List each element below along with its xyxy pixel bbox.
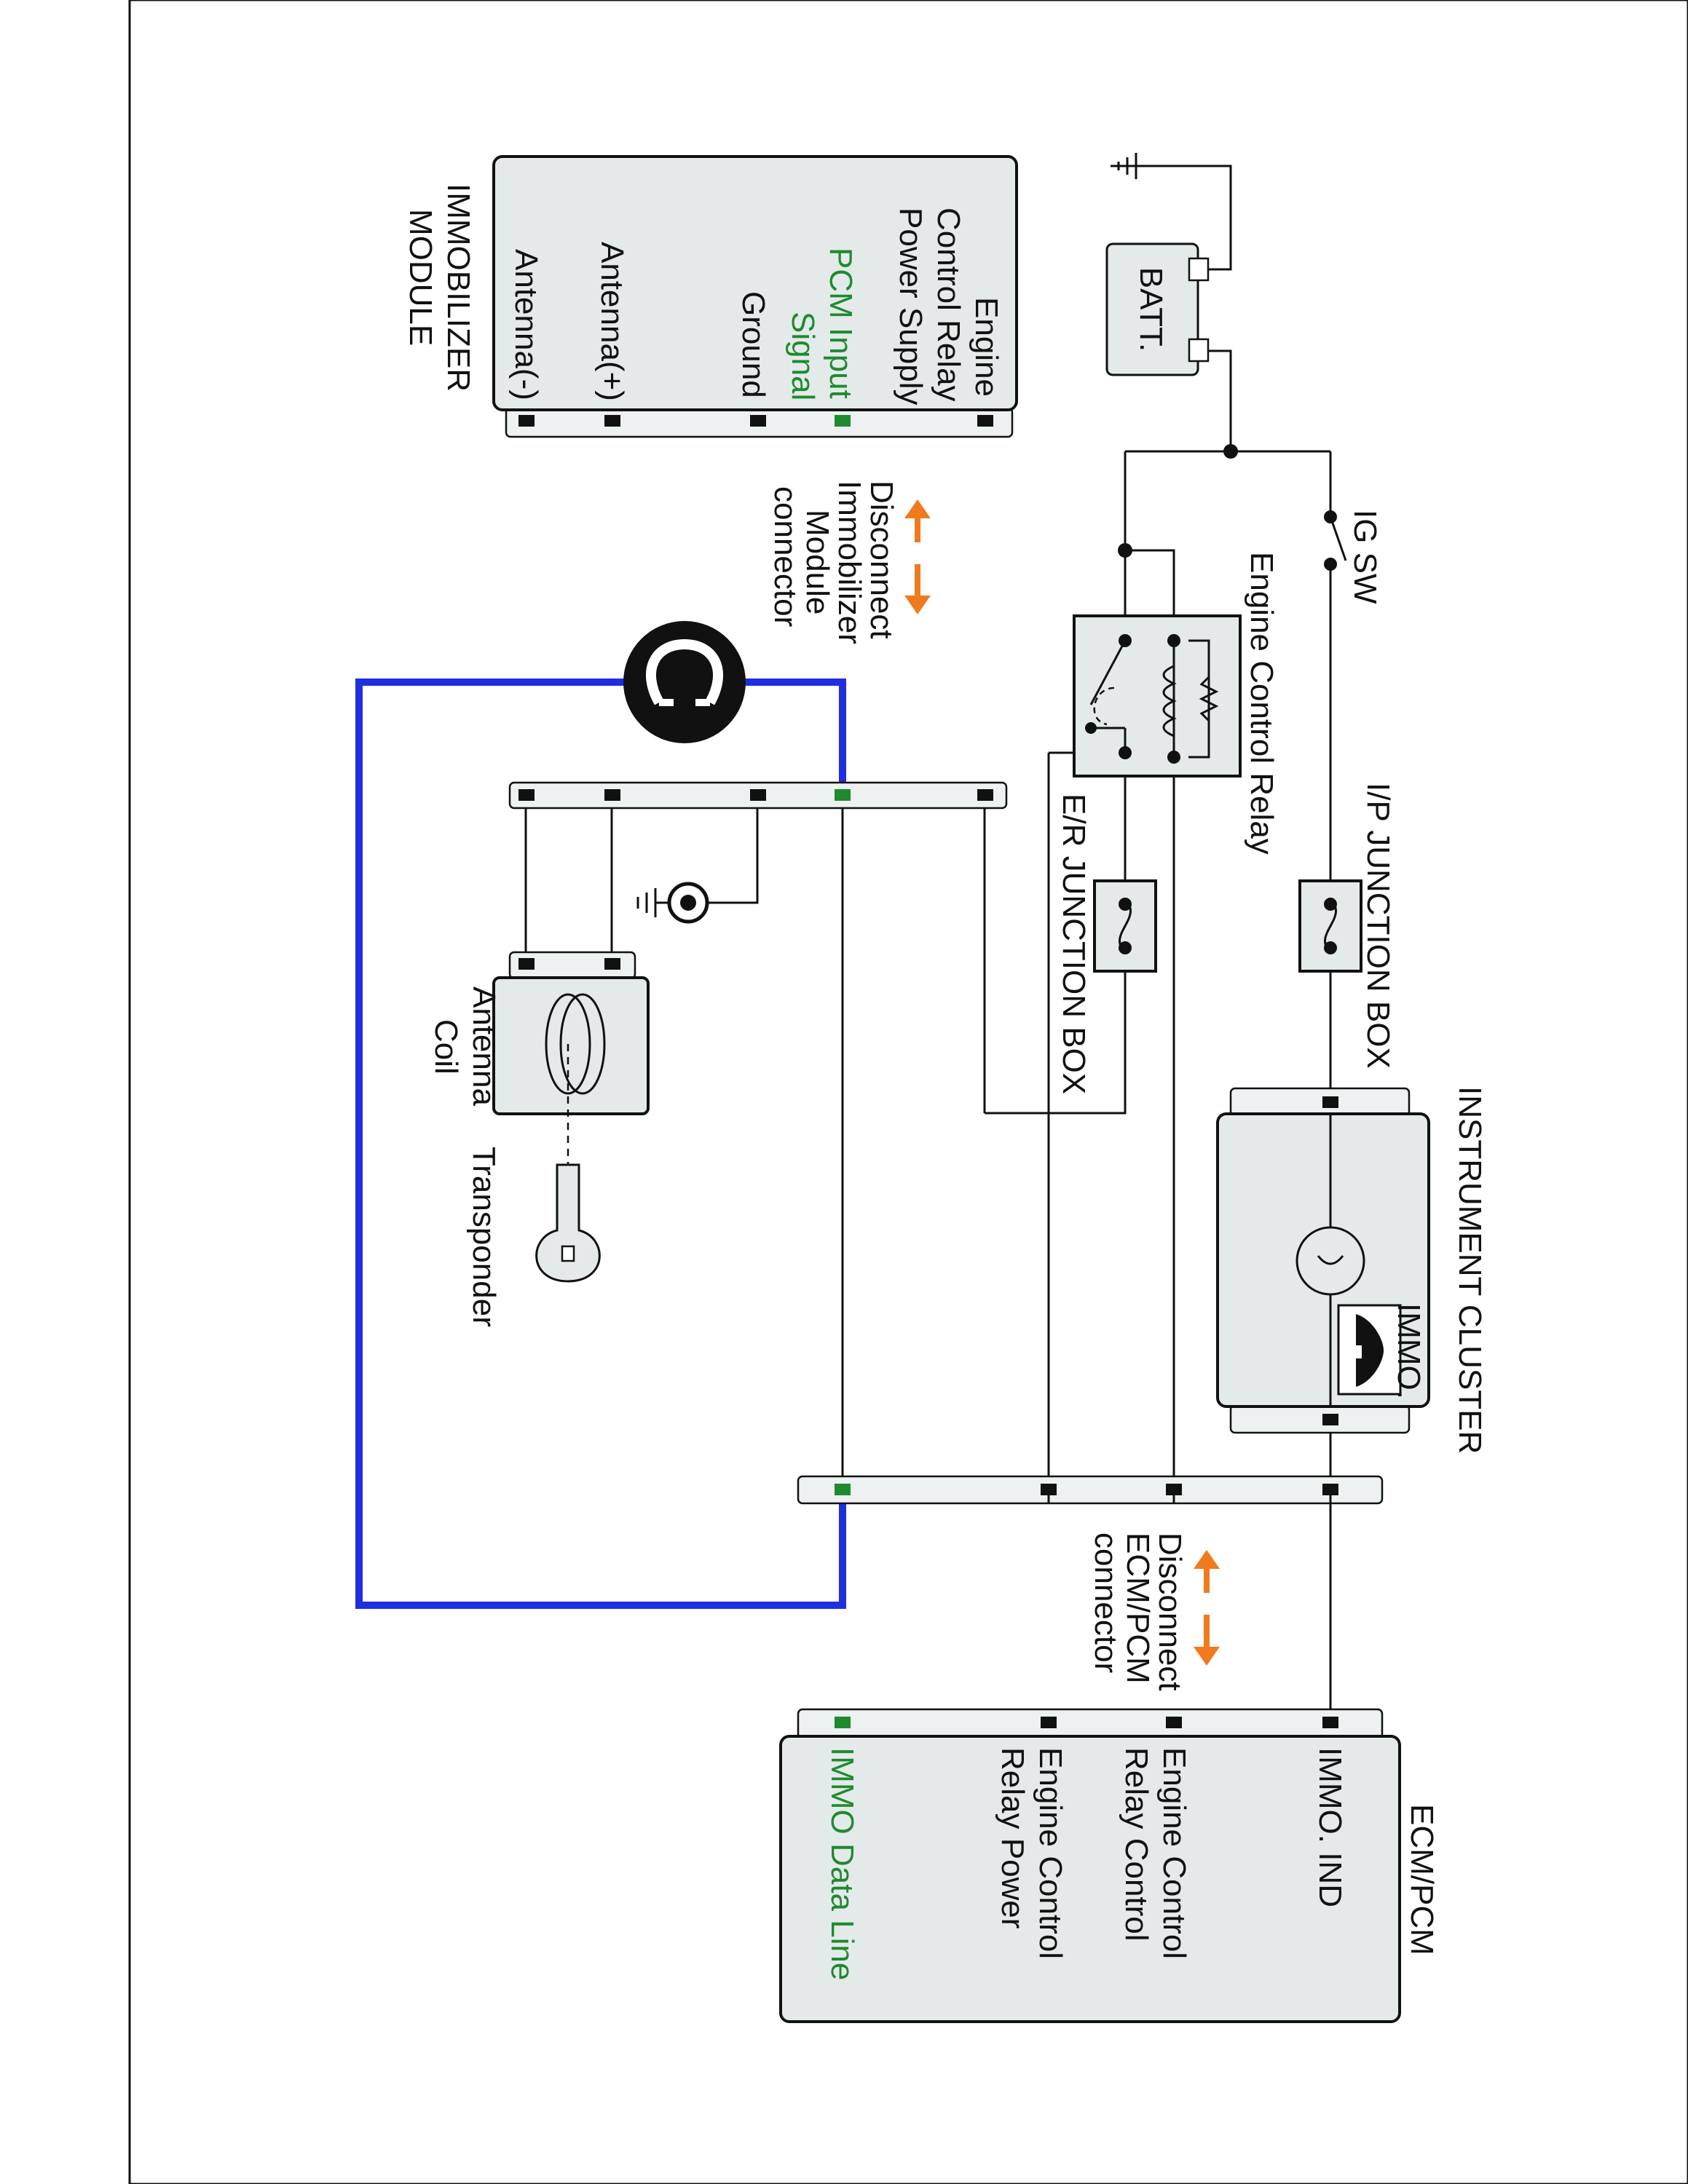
pin-antenna-plus bbox=[604, 415, 620, 427]
immo-indicator-label: IMMO. bbox=[1391, 1303, 1427, 1399]
engine-control-relay-label: Engine Control Relay bbox=[1244, 552, 1279, 855]
instrument-cluster-label: INSTRUMENT CLUSTER bbox=[1452, 1086, 1488, 1454]
ecm-pcm-title: ECM/PCM bbox=[1404, 1804, 1440, 1955]
bulb-icon bbox=[1295, 1226, 1365, 1296]
ecm-pin-2-line1: Engine Control bbox=[1156, 1747, 1192, 1959]
battery-ground-wire bbox=[1198, 165, 1232, 271]
disconnect-immo-line3: Module bbox=[800, 510, 835, 614]
battery-label: BATT. bbox=[1133, 267, 1169, 352]
ecm-pin-3-line1: Engine Control bbox=[1033, 1747, 1068, 1959]
disconnect-immo-line4: connector bbox=[768, 486, 803, 627]
ig-sw-contact bbox=[1324, 510, 1337, 523]
engine-control-relay bbox=[1049, 614, 1242, 778]
immobilizer-module-title-1: IMMOBILIZER bbox=[441, 183, 476, 392]
fuse-icon bbox=[1093, 879, 1157, 973]
transponder-label: Transponder bbox=[466, 1147, 502, 1327]
ig-sw-contact bbox=[1324, 558, 1337, 571]
immobilizer-module: Engine Control Relay Power Supply PCM In… bbox=[492, 155, 1018, 438]
battery-positive-wire bbox=[1209, 349, 1232, 451]
immobilizer-connector-bar bbox=[508, 781, 1008, 810]
antenna-coil-line2: Coil bbox=[428, 1019, 464, 1075]
car-immobilizer-icon bbox=[1337, 1304, 1402, 1396]
ground-icon bbox=[1111, 153, 1198, 179]
disconnect-ecm-line1: Disconnect bbox=[1152, 1532, 1188, 1691]
imm-pin-1-line3: Power Supply bbox=[893, 207, 928, 405]
imm-pin-5: Antenna(-) bbox=[508, 249, 544, 400]
ecm-pin-4: IMMO Data Line bbox=[824, 1747, 860, 1980]
ig-sw-label: IG SW bbox=[1347, 510, 1383, 604]
er-junction-box-label: E/R JUNCTION BOX bbox=[1056, 794, 1092, 1094]
page-frame bbox=[128, 0, 1688, 2184]
ecm-connector-bar bbox=[797, 1475, 1384, 1505]
immobilizer-module-title-2: MODULE bbox=[403, 209, 438, 346]
ecm-pin-1: IMMO. IND bbox=[1312, 1747, 1348, 1907]
disconnect-immo-line2: Immobilizer bbox=[832, 480, 867, 644]
imm-pin-1-line1: Engine bbox=[969, 297, 1004, 397]
imm-pin-2-line2: Signal bbox=[785, 312, 821, 400]
ip-junction-box-label: I/P JUNCTION BOX bbox=[1360, 783, 1396, 1069]
fuse-icon bbox=[1298, 879, 1362, 973]
imm-pin-2-line1: PCM Input bbox=[823, 248, 859, 399]
relay-coil-icon bbox=[1162, 639, 1219, 759]
double-arrow-icon bbox=[904, 499, 931, 614]
ig-switch-blade bbox=[1329, 516, 1347, 561]
module-ground-wire bbox=[706, 797, 759, 904]
pin-pcm-input bbox=[835, 415, 851, 427]
imm-pin-3: Ground bbox=[735, 291, 771, 398]
junction-dot bbox=[1118, 543, 1132, 558]
ecm-pcm-module: IMMO. IND Engine Control Relay Control E… bbox=[779, 1708, 1401, 2023]
instrument-cluster bbox=[1216, 1087, 1430, 1434]
immo-data-line-highlight bbox=[355, 678, 846, 1609]
junction-dot bbox=[1223, 444, 1238, 459]
imm-pin-4: Antenna(+) bbox=[594, 242, 630, 401]
ecm-pin-3-line2: Relay Power bbox=[995, 1747, 1030, 1928]
disconnect-ecm-line3: connector bbox=[1088, 1532, 1124, 1673]
relay-feed-wire bbox=[985, 451, 1127, 1115]
battery-symbol: BATT. bbox=[1105, 242, 1210, 376]
relay-coil-supply-wire bbox=[1125, 549, 1175, 641]
ecm-pin-2-line2: Relay Control bbox=[1119, 1747, 1154, 1942]
disconnect-immo-line1: Disconnect bbox=[864, 480, 899, 639]
key-icon bbox=[535, 1163, 601, 1283]
pin-ground bbox=[750, 415, 766, 427]
double-arrow-icon bbox=[1194, 1550, 1220, 1666]
open-circuit-icon bbox=[623, 621, 746, 743]
pin-power-supply bbox=[977, 415, 993, 427]
disconnect-ecm-line2: ECM/PCM bbox=[1120, 1532, 1156, 1684]
imm-pin-1-line2: Control Relay bbox=[931, 207, 966, 402]
ground-icon bbox=[636, 882, 709, 924]
pin-antenna-minus bbox=[518, 415, 535, 427]
antenna-coil bbox=[492, 951, 650, 1201]
antenna-coil-line1: Antenna bbox=[466, 986, 502, 1106]
